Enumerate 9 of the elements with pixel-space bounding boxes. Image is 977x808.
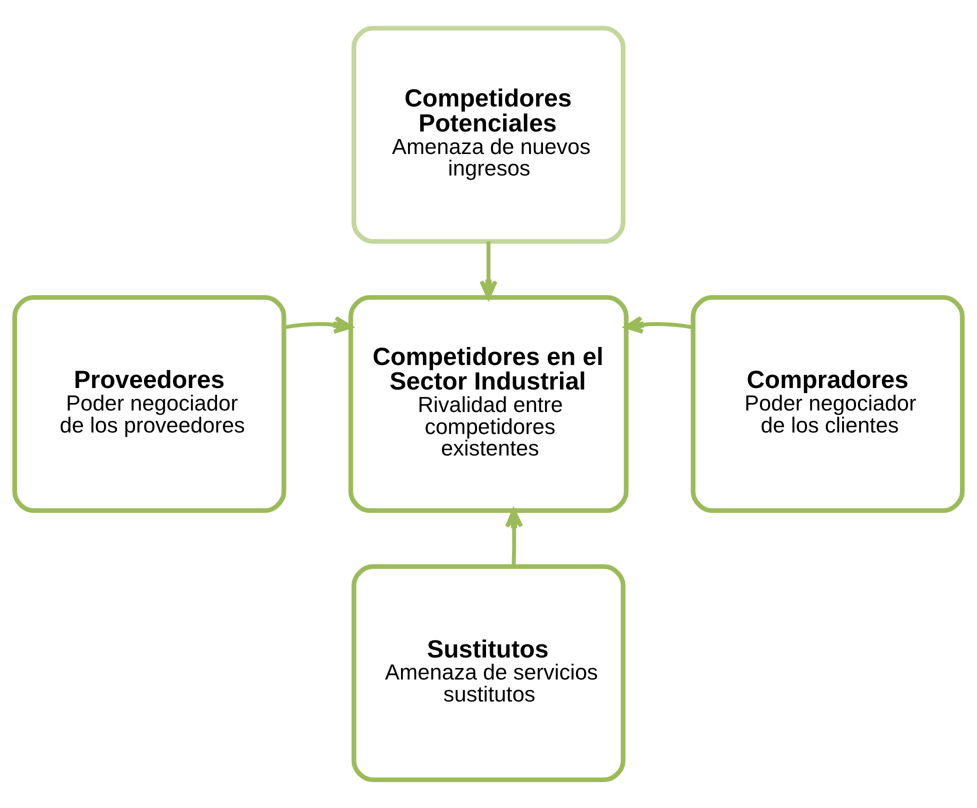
arrow <box>505 508 524 566</box>
node-box: Proveedores Poder negociador de los proveedores <box>12 295 286 513</box>
node-box: Compradores Poder negociador de los clientes <box>690 295 965 513</box>
arrow <box>480 242 498 300</box>
node-box: Competidores en el Sector Industrial Rivalidad entre competidores existentes <box>348 295 629 513</box>
node-box: Sustitutos Amenaza de servicios sustitutos <box>352 564 626 782</box>
node-box: Competidores Potenciales Amenaza de nuevos ingresos <box>352 26 626 244</box>
arrow <box>624 316 694 334</box>
arrow <box>284 316 353 334</box>
